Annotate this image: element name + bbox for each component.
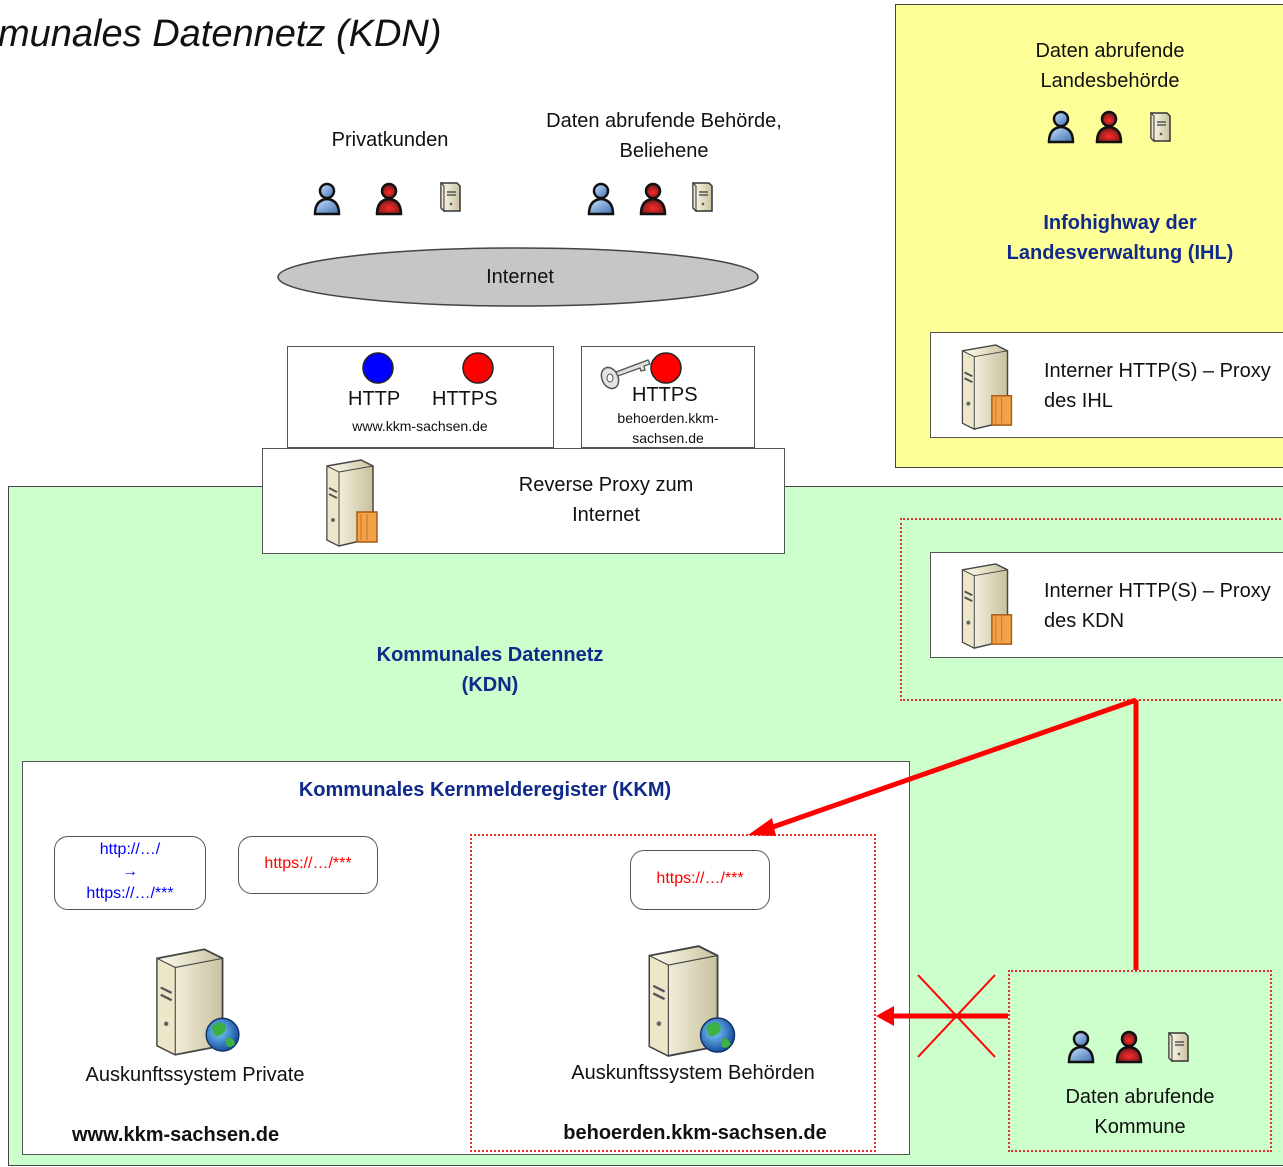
server-icon — [1146, 110, 1172, 144]
private-host-label: www.kkm-sachsen.de — [72, 1124, 280, 1146]
server-icon — [436, 180, 462, 214]
redirect-bubble: http://…/ → https://…/*** — [54, 836, 206, 910]
web-server-icon — [148, 946, 248, 1058]
private-system-label: Auskunftssystem Private — [85, 1064, 305, 1086]
internet-cloud — [277, 247, 759, 307]
ihl-name-label: Infohighway der Landesverwaltung (IHL) — [1006, 212, 1234, 264]
user-blue-icon — [586, 182, 616, 216]
redirect-to-text: https://…/*** — [86, 885, 174, 902]
private-customers-label: Privatkunden — [331, 129, 449, 151]
user-red-icon — [638, 182, 668, 216]
proxy-server-icon — [955, 562, 1017, 650]
user-blue-icon — [312, 182, 342, 216]
http-label: HTTP — [348, 388, 401, 410]
authority-host-label-bottom: behoerden.kkm-sachsen.de — [563, 1122, 827, 1144]
internet-label: Internet — [486, 266, 554, 288]
authority-https-bubble: https://…/*** — [630, 850, 770, 910]
redirect-arrow: → — [122, 863, 138, 880]
authority-host-label: behoerden.kkm-sachsen.de — [617, 410, 719, 446]
key-icon — [600, 359, 651, 390]
proxy-server-icon — [320, 458, 382, 548]
kdn-proxy-label: Interner HTTP(S) – Proxy des KDN — [1044, 580, 1271, 632]
server-icon — [688, 180, 714, 214]
authorities-label: Daten abrufende Behörde, Beliehene — [546, 110, 782, 162]
authority-system-label: Auskunftssystem Behörden — [571, 1062, 815, 1084]
https-port-icon — [462, 352, 494, 384]
proxy-server-icon — [955, 343, 1017, 431]
user-blue-icon — [1046, 110, 1076, 144]
private-https-url: https://…/*** — [264, 855, 352, 872]
user-red-icon — [1114, 1030, 1144, 1064]
https-label: HTTPS — [432, 388, 498, 410]
ihl-proxy-label: Interner HTTP(S) – Proxy des IHL — [1044, 360, 1271, 412]
ihl-agency-label: Daten abrufende Landesbehörde — [1035, 40, 1185, 92]
authority-https-url: https://…/*** — [656, 870, 744, 887]
http-port-icon — [362, 352, 394, 384]
https-port-icon — [650, 352, 682, 384]
public-host-label: www.kkm-sachsen.de — [352, 418, 488, 434]
authority-system-highlight — [470, 834, 876, 1152]
server-icon — [1164, 1030, 1190, 1064]
user-blue-icon — [1066, 1030, 1096, 1064]
authority-https-label: HTTPS — [632, 384, 698, 406]
reverse-proxy-label: Reverse Proxy zum Internet — [518, 474, 694, 526]
private-https-bubble: https://…/*** — [238, 836, 378, 894]
user-red-icon — [1094, 110, 1124, 144]
page-title: munales Datennetz (KDN) — [0, 13, 442, 55]
kdn-name-label: Kommunales Datennetz (KDN) — [376, 644, 604, 696]
public-endpoint-box — [287, 346, 554, 448]
redirect-from-text: http://…/ — [99, 841, 161, 858]
user-red-icon — [374, 182, 404, 216]
municipality-label: Daten abrufende Kommune — [1065, 1086, 1215, 1138]
kkm-title: Kommunales Kernmelderegister (KKM) — [298, 779, 672, 801]
web-server-icon — [640, 942, 744, 1060]
